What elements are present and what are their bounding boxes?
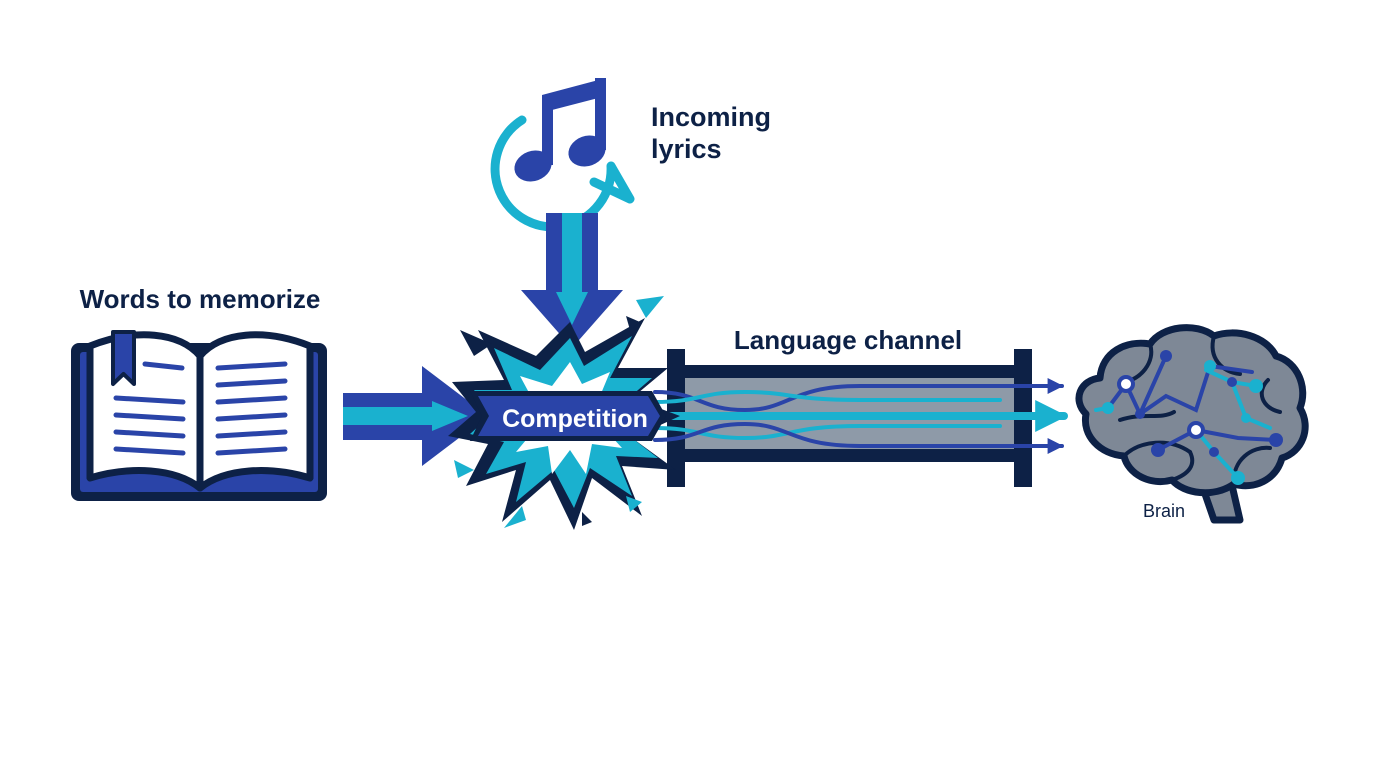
incoming-lyrics-label: Incoming lyrics [651,102,779,164]
brain-network-icon [1075,324,1309,524]
language-channel-label: Language channel [734,325,962,355]
music-note-speech-bubble-icon [490,78,635,232]
channel-flow-lines [651,378,1068,454]
brain-label: Brain [1143,501,1185,521]
lyrics-down-arrow [521,213,623,348]
incoming-lyrics-line-1: Incoming [651,102,771,132]
competition-label: Competition [502,405,648,433]
competition-banner [470,391,666,441]
words-right-arrow [343,366,488,466]
words-to-memorize-label: Words to memorize [80,284,321,314]
open-book-icon [71,330,327,501]
incoming-lyrics-line-2: lyrics [651,134,722,164]
